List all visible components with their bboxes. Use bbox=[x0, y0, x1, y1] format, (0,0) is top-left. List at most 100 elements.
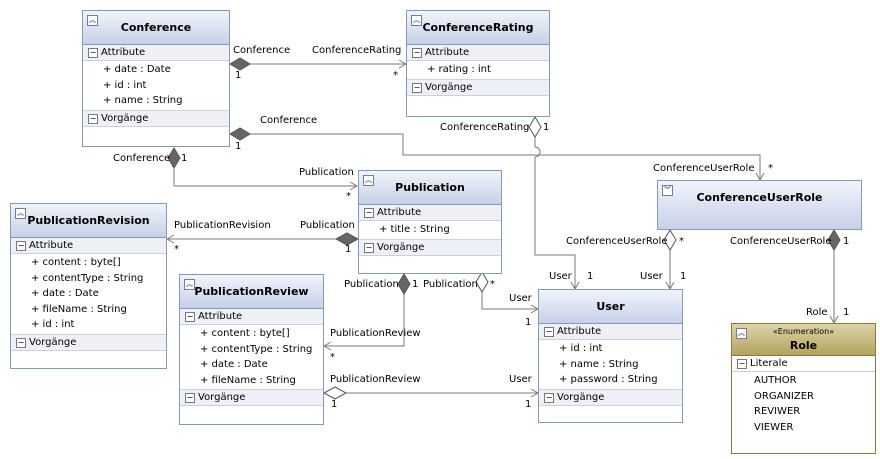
role-label: ConferenceUserRole bbox=[566, 236, 668, 247]
multiplicity-label: 1 bbox=[587, 271, 594, 282]
attribute[interactable]: + name : String bbox=[539, 356, 682, 372]
class-conference-user-role[interactable]: ︾ ConferenceUserRole bbox=[657, 180, 862, 230]
attribute[interactable]: + fileName : String bbox=[180, 372, 323, 388]
minus-icon[interactable]: − bbox=[185, 312, 195, 322]
literals-section[interactable]: −Literale bbox=[732, 356, 875, 372]
role-label: ConferenceUserRole bbox=[653, 163, 755, 174]
section-label: Attribute bbox=[198, 311, 243, 322]
minus-icon[interactable]: − bbox=[88, 113, 98, 124]
multiplicity-label: 1 bbox=[345, 244, 352, 255]
collapse-icon[interactable]: ︽ bbox=[87, 15, 98, 26]
minus-icon[interactable]: − bbox=[544, 392, 554, 403]
multiplicity-label: 1 bbox=[543, 122, 550, 133]
class-publication[interactable]: ︽ Publication −Attribute + title : Strin… bbox=[358, 170, 502, 274]
operations-section[interactable]: −Vorgänge bbox=[359, 239, 501, 256]
class-header: ︽ Conference bbox=[83, 11, 229, 45]
attribute[interactable]: + id : int bbox=[539, 341, 682, 357]
assoc-publication-user bbox=[481, 292, 538, 310]
attribute[interactable]: + date : Date bbox=[83, 62, 229, 78]
multiplicity-label: * bbox=[330, 352, 335, 363]
multiplicity-label: 1 bbox=[843, 236, 850, 247]
class-name: ConferenceUserRole bbox=[696, 191, 823, 204]
attribute[interactable]: + title : String bbox=[359, 222, 501, 238]
section-label: Attribute bbox=[557, 326, 602, 337]
multiplicity-label: 1 bbox=[843, 307, 850, 318]
attribute[interactable]: + password : String bbox=[539, 372, 682, 388]
attribute[interactable]: + contentType : String bbox=[11, 270, 166, 286]
attribute[interactable]: + contentType : String bbox=[180, 341, 323, 357]
attributes-section[interactable]: −Attribute bbox=[539, 324, 682, 340]
multiplicity-label: * bbox=[768, 163, 773, 174]
literal[interactable]: AUTHOR bbox=[732, 373, 875, 389]
role-label: ConferenceRating bbox=[312, 45, 402, 56]
section-label: Vorgänge bbox=[377, 241, 425, 253]
collapse-icon[interactable]: ︽ bbox=[363, 175, 374, 186]
collapse-icon[interactable]: ︽ bbox=[736, 328, 747, 339]
operations-section[interactable]: −Vorgänge bbox=[539, 389, 682, 406]
section-label: Vorgänge bbox=[198, 392, 246, 403]
attribute[interactable]: + rating : int bbox=[407, 62, 549, 78]
attributes-section[interactable]: −Attribute bbox=[83, 45, 229, 61]
class-conference[interactable]: ︽ Conference −Attribute + date : Date + … bbox=[82, 10, 230, 147]
minus-icon[interactable]: − bbox=[364, 208, 374, 218]
class-publication-revision[interactable]: ︽ PublicationRevision −Attribute + conte… bbox=[10, 203, 167, 369]
section-label: Vorgänge bbox=[29, 336, 77, 348]
multiplicity-label: * bbox=[346, 191, 351, 202]
attributes-section[interactable]: −Attribute bbox=[11, 238, 166, 254]
operations-section[interactable]: −Vorgänge bbox=[83, 110, 229, 127]
class-header: ︾ ConferenceUserRole bbox=[658, 181, 861, 229]
multiplicity-label: * bbox=[393, 70, 398, 81]
collapse-icon[interactable]: ︽ bbox=[411, 15, 422, 26]
literal[interactable]: ORGANIZER bbox=[732, 388, 875, 404]
minus-icon[interactable]: − bbox=[737, 359, 747, 369]
assoc-publication-review bbox=[324, 294, 405, 347]
attribute-list: + id : int + name : String + password : … bbox=[539, 340, 682, 390]
class-user[interactable]: User −Attribute + id : int + name : Stri… bbox=[538, 289, 683, 423]
minus-icon[interactable]: − bbox=[185, 393, 195, 403]
role-label: User bbox=[640, 271, 663, 282]
attribute[interactable]: + date : Date bbox=[180, 357, 323, 373]
attributes-section[interactable]: −Attribute bbox=[180, 309, 323, 325]
composition-diamond bbox=[167, 147, 181, 169]
enum-role[interactable]: ︽ «Enumeration» Role −Literale AUTHOR OR… bbox=[731, 323, 876, 454]
minus-icon[interactable]: − bbox=[412, 82, 422, 93]
class-publication-review[interactable]: ︽ PublicationReview −Attribute + content… bbox=[179, 274, 324, 425]
attribute[interactable]: + name : String bbox=[83, 93, 229, 109]
enum-header: ︽ «Enumeration» Role bbox=[732, 324, 875, 356]
attribute[interactable]: + id : int bbox=[83, 77, 229, 93]
aggregation-diamond bbox=[663, 229, 677, 251]
expand-icon[interactable]: ︾ bbox=[662, 185, 673, 196]
minus-icon[interactable]: − bbox=[364, 242, 374, 253]
role-label: ConferenceRating bbox=[440, 122, 530, 133]
collapse-icon[interactable]: ︽ bbox=[184, 279, 195, 290]
role-label: Publication bbox=[299, 167, 354, 178]
minus-icon[interactable]: − bbox=[88, 48, 98, 58]
operations-section[interactable]: −Vorgänge bbox=[407, 79, 549, 96]
minus-icon[interactable]: − bbox=[412, 48, 422, 58]
attributes-section[interactable]: −Attribute bbox=[407, 45, 549, 61]
attribute[interactable]: + id : int bbox=[11, 317, 166, 333]
stereotype: «Enumeration» bbox=[772, 327, 835, 336]
literal[interactable]: REVIWER bbox=[732, 404, 875, 420]
attribute[interactable]: + content : byte[] bbox=[180, 326, 323, 342]
minus-icon[interactable]: − bbox=[544, 327, 554, 337]
minus-icon[interactable]: − bbox=[16, 337, 26, 348]
operations-section[interactable]: −Vorgänge bbox=[11, 334, 166, 351]
enum-name: Role bbox=[789, 339, 818, 352]
class-conference-rating[interactable]: ︽ ConferenceRating −Attribute + rating :… bbox=[406, 10, 550, 117]
composition-diamond bbox=[397, 273, 411, 295]
minus-icon[interactable]: − bbox=[16, 241, 26, 251]
attribute[interactable]: + content : byte[] bbox=[11, 255, 166, 271]
role-label: PublicationRevision bbox=[174, 220, 271, 231]
composition-diamond bbox=[229, 57, 251, 71]
attribute[interactable]: + fileName : String bbox=[11, 301, 166, 317]
class-header: ︽ PublicationRevision bbox=[11, 204, 166, 238]
section-label: Attribute bbox=[29, 240, 74, 251]
collapse-icon[interactable]: ︽ bbox=[15, 208, 26, 219]
attribute[interactable]: + date : Date bbox=[11, 286, 166, 302]
operations-section[interactable]: −Vorgänge bbox=[180, 390, 323, 406]
class-header: User bbox=[539, 290, 682, 324]
attributes-section[interactable]: −Attribute bbox=[359, 205, 501, 221]
literal[interactable]: VIEWER bbox=[732, 419, 875, 435]
